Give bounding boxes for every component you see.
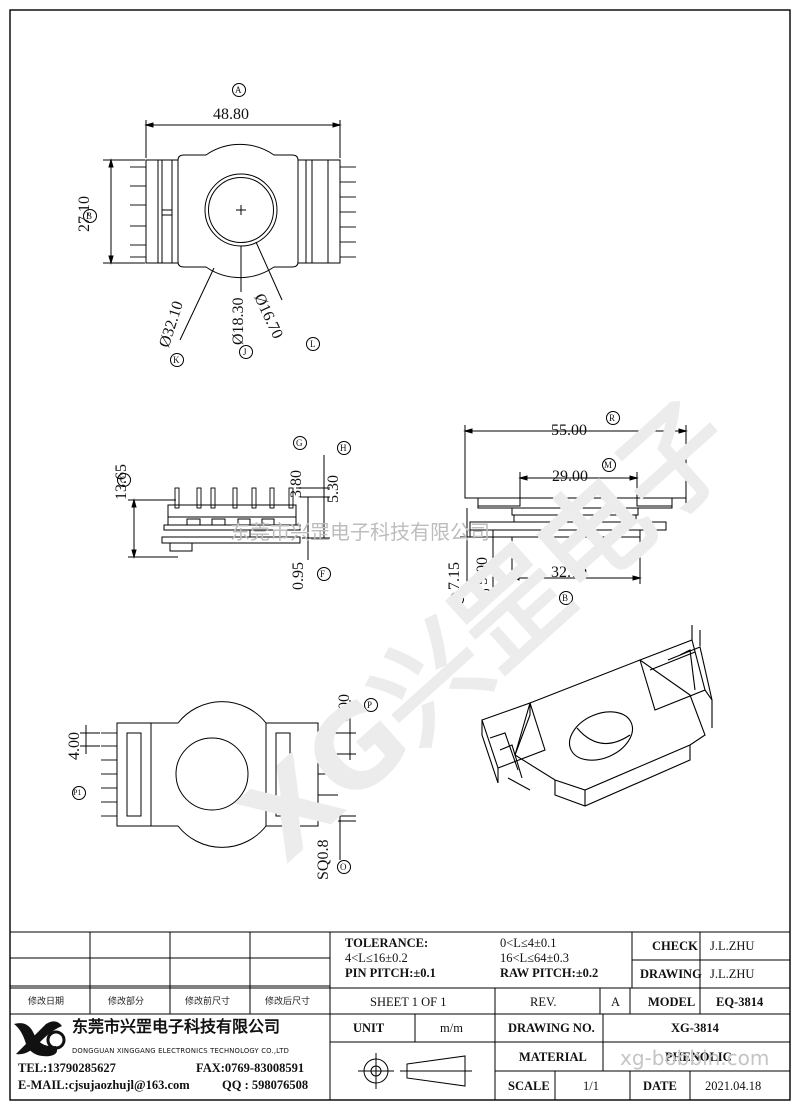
balloon-k: K	[173, 355, 180, 365]
model-label: MODEL	[648, 995, 696, 1009]
rev-header-before: 修改前尺寸	[185, 997, 231, 1007]
unit-value: m/m	[440, 1021, 463, 1035]
company-tel: TEL:13790285627	[18, 1061, 116, 1075]
balloon-b-front: B	[562, 593, 569, 603]
dim-3-80: 3.80	[288, 470, 305, 498]
balloon-h: H	[340, 443, 347, 453]
isometric-view	[481, 625, 713, 807]
sheet: SHEET 1 OF 1	[370, 995, 447, 1009]
front-view	[450, 411, 688, 606]
drawing-no-label: DRAWING NO.	[508, 1021, 595, 1035]
dim-29-00: 29.00	[552, 468, 588, 485]
balloon-o: O	[340, 862, 347, 872]
dim-dia-18-30: Ø18.30	[230, 297, 247, 345]
balloon-p1: P1	[73, 788, 82, 797]
side-view	[117, 436, 351, 581]
title-block-grid	[10, 931, 790, 1100]
balloon-g: G	[296, 438, 303, 448]
balloon-r: R	[609, 413, 616, 423]
drawing-value: J.L.ZHU	[710, 967, 755, 981]
tolerance-1: 0<L≤4±0.1	[500, 936, 557, 950]
balloon-b-top: B	[86, 211, 93, 221]
drawing-no-value: XG-3814	[671, 1021, 719, 1035]
rev-header-after: 修改后尺寸	[265, 997, 311, 1007]
check-label: CHECK	[652, 939, 698, 953]
balloon-c: C	[120, 475, 127, 485]
balloon-a: A	[235, 85, 242, 95]
company-qq: QQ : 598076508	[222, 1078, 309, 1092]
rev-value: A	[611, 995, 621, 1009]
company-email: E-MAIL:cjsujaozhujl@163.com	[18, 1078, 190, 1092]
material-label: MATERIAL	[519, 1050, 587, 1064]
rev-header-date: 修改日期	[28, 997, 65, 1007]
model-value: EQ-3814	[716, 995, 764, 1009]
balloon-e: E	[482, 591, 488, 601]
company-logo	[14, 1021, 66, 1057]
check-value: J.L.ZHU	[710, 939, 755, 953]
unit-label: UNIT	[353, 1021, 385, 1035]
tolerance-label: TOLERANCE:	[345, 936, 429, 950]
pin-pitch: PIN PITCH:±0.1	[345, 966, 436, 980]
balloon-j: J	[243, 347, 247, 357]
date-value: 2021.04.18	[705, 1079, 762, 1093]
rev-label: REV.	[530, 995, 557, 1009]
material-value: PHENOLIC	[665, 1050, 732, 1064]
top-view	[83, 83, 356, 367]
raw-pitch: RAW PITCH:±0.2	[500, 966, 599, 980]
dim-27-10: 27.10	[76, 196, 93, 232]
dim-55-00: 55.00	[551, 422, 587, 439]
company-name-en: DONGGUAN XINGGANG ELECTRONICS TECHNOLOGY…	[72, 1047, 290, 1055]
rev-header-part: 修改部分	[108, 997, 145, 1007]
scale-value: 1/1	[583, 1079, 599, 1093]
bottom-view	[72, 698, 378, 874]
dim-5-30: 5.30	[325, 475, 342, 503]
dim-32-70: 32.70	[551, 564, 587, 581]
balloon-p: P	[367, 700, 373, 710]
balloon-f: F	[320, 569, 326, 579]
dim-13-65: 13.65	[113, 464, 130, 500]
dim-0-95: 0.95	[290, 562, 307, 590]
watermark-center: 东莞市兴罡电子科技有限公司	[230, 520, 490, 544]
tolerance-2: 4<L≤16±0.2	[345, 951, 408, 965]
balloon-l: L	[310, 339, 316, 349]
balloon-d: D	[453, 594, 460, 604]
watermark-corner: xg-bobbin.com	[620, 1046, 770, 1070]
drawing-label: DRAWING	[640, 967, 702, 981]
dim-48-80: 48.80	[213, 106, 249, 123]
tolerance-3: 16<L≤64±0.3	[500, 951, 570, 965]
date-label: DATE	[643, 1079, 677, 1093]
scale-label: SCALE	[508, 1079, 550, 1093]
balloon-m: M	[604, 460, 613, 470]
company-fax: FAX:0769-83008591	[196, 1061, 305, 1075]
company-name-cn: 东莞市兴罡电子科技有限公司	[72, 1017, 281, 1036]
dim-4-00: 4.00	[66, 732, 83, 760]
